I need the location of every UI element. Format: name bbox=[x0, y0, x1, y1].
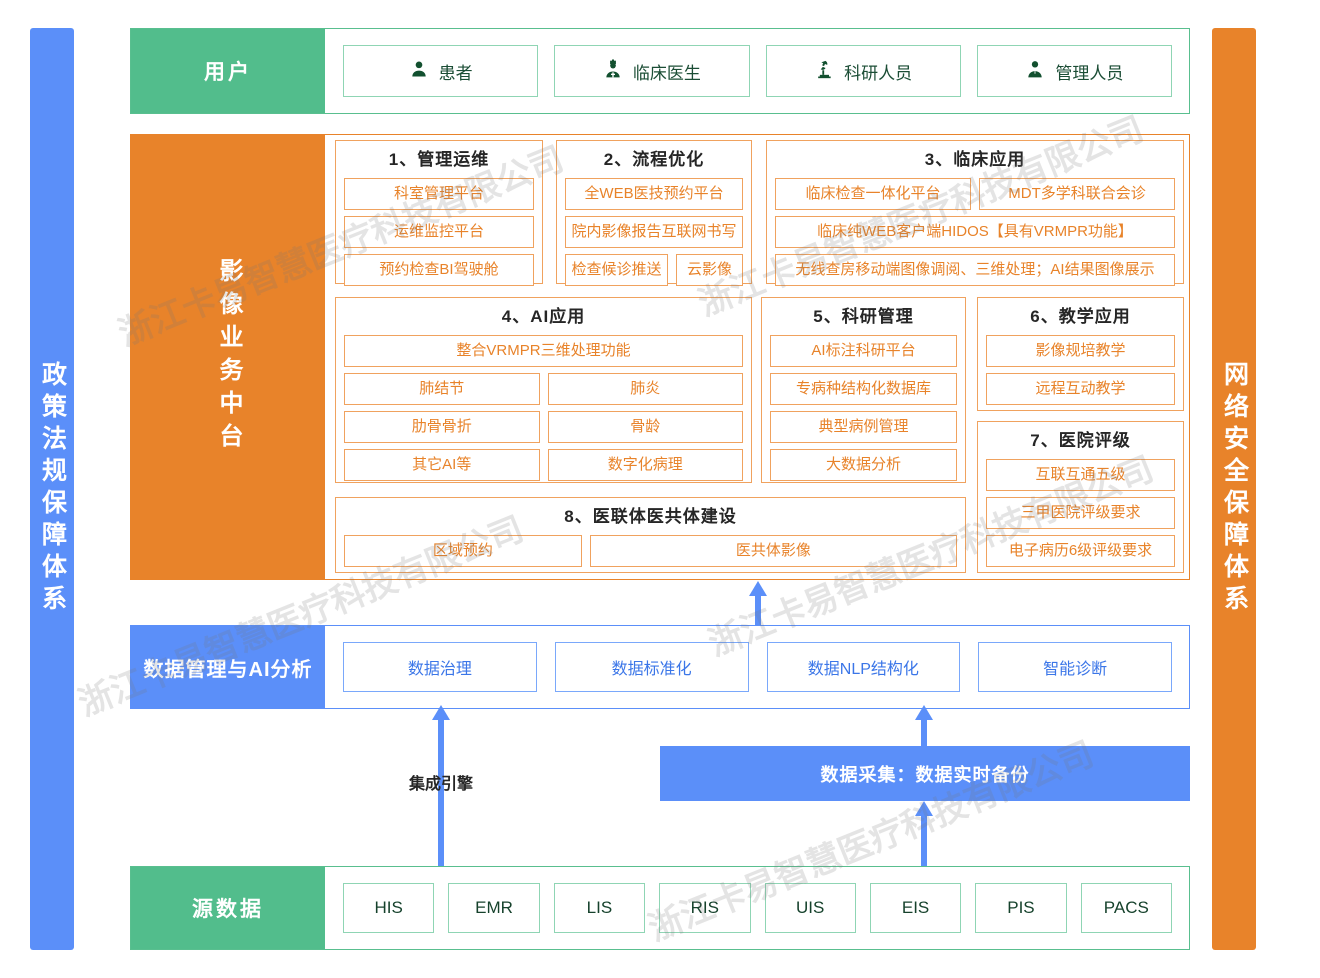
integration-engine-label: 集成引擎 bbox=[408, 776, 473, 793]
data-card-governance[interactable]: 数据治理 bbox=[343, 642, 537, 692]
section-item-row: 区域预约 医共体影像 bbox=[344, 535, 957, 567]
data-collection-label: 数据采集：数据实时备份 bbox=[820, 764, 1030, 785]
section-item[interactable]: 检查候诊推送 bbox=[565, 254, 668, 286]
arrow-collection-to-data bbox=[913, 705, 935, 748]
source-card-ris[interactable]: RIS bbox=[659, 883, 751, 933]
arrow-source-to-collection bbox=[913, 801, 935, 866]
section-item-row: 检查候诊推送 云影像 bbox=[565, 254, 743, 286]
data-collection-bar: 数据采集：数据实时备份 bbox=[660, 746, 1190, 801]
source-data-label: 源数据 bbox=[131, 867, 325, 949]
section-item[interactable]: 电子病历6级评级要求 bbox=[986, 535, 1175, 567]
user-icon bbox=[409, 59, 429, 84]
source-card-uis[interactable]: UIS bbox=[764, 883, 856, 933]
middle-label-text: 影像业务中台 bbox=[215, 258, 242, 456]
doctor-icon bbox=[603, 59, 623, 84]
user-card-researcher[interactable]: 科研人员 bbox=[765, 45, 961, 97]
sidebar-network-security: 网络安全保障体系 bbox=[1212, 28, 1256, 950]
users-row-label: 用户 bbox=[131, 29, 325, 113]
section-item[interactable]: 云影像 bbox=[675, 254, 743, 286]
section-item[interactable]: 远程互动教学 bbox=[986, 373, 1175, 405]
middle-platform-label: 影像业务中台 bbox=[131, 135, 325, 579]
users-label-text: 用户 bbox=[204, 61, 252, 84]
section-item-row: 肺结节 肺炎 bbox=[344, 373, 743, 405]
data-management-label: 数据管理与AI分析 bbox=[131, 626, 325, 708]
source-card-eis[interactable]: EIS bbox=[869, 883, 962, 933]
user-card-label: 临床医生 bbox=[632, 63, 701, 83]
section-item[interactable]: 肺炎 bbox=[547, 373, 743, 405]
source-data-list: HIS EMR LIS RIS UIS EIS PIS PACS bbox=[325, 866, 1190, 950]
manager-icon bbox=[1025, 59, 1045, 84]
section-item[interactable]: 临床纯WEB客户端HIDOS【具有VRMPR功能】 bbox=[775, 216, 1175, 248]
section-item[interactable]: 肋骨骨折 bbox=[344, 411, 540, 443]
section-item[interactable]: 典型病例管理 bbox=[770, 411, 957, 443]
section-research-management: 5、科研管理 AI标注科研平台 专病种结构化数据库 典型病例管理 大数据分析 bbox=[761, 297, 966, 483]
source-card-pacs[interactable]: PACS bbox=[1080, 883, 1172, 933]
user-card-administrator[interactable]: 管理人员 bbox=[976, 45, 1172, 97]
section-title: 5、科研管理 bbox=[813, 307, 914, 326]
section-item-row: 其它AI等 数字化病理 bbox=[344, 449, 743, 481]
microscope-icon bbox=[814, 59, 834, 84]
section-title: 2、流程优化 bbox=[603, 150, 705, 169]
user-card-label: 科研人员 bbox=[844, 63, 913, 83]
section-item[interactable]: AI标注科研平台 bbox=[770, 335, 957, 367]
section-item[interactable]: 三甲医院评级要求 bbox=[986, 497, 1175, 529]
section-item[interactable]: MDT多学科联合会诊 bbox=[979, 178, 1175, 210]
section-title: 7、医院评级 bbox=[1030, 431, 1131, 450]
section-item[interactable]: 整合VRMPR三维处理功能 bbox=[344, 335, 743, 367]
section-item[interactable]: 数字化病理 bbox=[547, 449, 743, 481]
sidebar-left-label: 政策法规保障体系 bbox=[38, 361, 67, 617]
arrow-integration-engine bbox=[430, 705, 452, 866]
source-card-lis[interactable]: LIS bbox=[553, 883, 646, 933]
users-list: 患者 临床医生 bbox=[325, 28, 1190, 114]
section-hospital-rating: 7、医院评级 互联互通五级 三甲医院评级要求 电子病历6级评级要求 bbox=[977, 421, 1184, 573]
section-item[interactable]: 互联互通五级 bbox=[986, 459, 1175, 491]
source-label-text: 源数据 bbox=[192, 898, 264, 921]
source-card-emr[interactable]: EMR bbox=[448, 883, 540, 933]
section-title: 4、AI应用 bbox=[501, 307, 586, 326]
section-process-optimization: 2、流程优化 全WEB医技预约平台 院内影像报告互联网书写 检查候诊推送 云影像 bbox=[556, 140, 752, 286]
source-card-pis[interactable]: PIS bbox=[975, 883, 1067, 933]
section-title: 3、临床应用 bbox=[924, 150, 1026, 169]
section-item[interactable]: 科室管理平台 bbox=[344, 178, 534, 210]
sidebar-policy-regulation: 政策法规保障体系 bbox=[30, 28, 74, 950]
section-clinical-application: 3、临床应用 临床检查一体化平台 MDT多学科联合会诊 临床纯WEB客户端HID… bbox=[766, 140, 1184, 286]
section-item[interactable]: 无线查房移动端图像调阅、三维处理；AI结果图像展示 bbox=[775, 254, 1175, 286]
user-card-label: 管理人员 bbox=[1055, 63, 1124, 83]
section-title: 6、教学应用 bbox=[1030, 307, 1131, 326]
section-teaching-application: 6、教学应用 影像规培教学 远程互动教学 bbox=[977, 297, 1184, 411]
section-medical-alliance: 8、医联体医共体建设 区域预约 医共体影像 bbox=[335, 497, 966, 573]
section-item[interactable]: 运维监控平台 bbox=[344, 216, 534, 248]
section-item[interactable]: 预约检查BI驾驶舱 bbox=[344, 254, 534, 286]
section-management-ops: 1、管理运维 科室管理平台 运维监控平台 预约检查BI驾驶舱 bbox=[335, 140, 543, 286]
section-item[interactable]: 医共体影像 bbox=[589, 535, 957, 567]
data-label-text: 数据管理与AI分析 bbox=[143, 658, 313, 681]
section-item[interactable]: 全WEB医技预约平台 bbox=[565, 178, 743, 210]
source-card-his[interactable]: HIS bbox=[343, 883, 435, 933]
section-title: 8、医联体医共体建设 bbox=[564, 507, 737, 526]
sidebar-right-label: 网络安全保障体系 bbox=[1220, 361, 1249, 617]
section-item[interactable]: 区域预约 bbox=[344, 535, 582, 567]
section-item[interactable]: 影像规培教学 bbox=[986, 335, 1175, 367]
section-item[interactable]: 专病种结构化数据库 bbox=[770, 373, 957, 405]
section-item[interactable]: 院内影像报告互联网书写 bbox=[565, 216, 743, 248]
data-card-nlp-structure[interactable]: 数据NLP结构化 bbox=[766, 642, 961, 692]
section-item[interactable]: 临床检查一体化平台 bbox=[775, 178, 971, 210]
section-item[interactable]: 肺结节 bbox=[344, 373, 540, 405]
section-item-row: 临床检查一体化平台 MDT多学科联合会诊 bbox=[775, 178, 1175, 210]
data-card-standardize[interactable]: 数据标准化 bbox=[554, 642, 749, 692]
data-management-list: 数据治理 数据标准化 数据NLP结构化 智能诊断 bbox=[325, 625, 1190, 709]
section-item-row: 肋骨骨折 骨龄 bbox=[344, 411, 743, 443]
section-title: 1、管理运维 bbox=[388, 150, 490, 169]
user-card-clinician[interactable]: 临床医生 bbox=[554, 45, 750, 97]
arrow-data-to-platform bbox=[747, 581, 769, 625]
data-card-smart-diag[interactable]: 智能诊断 bbox=[978, 642, 1172, 692]
section-item[interactable]: 大数据分析 bbox=[770, 449, 957, 481]
user-card-label: 患者 bbox=[438, 63, 473, 83]
section-item[interactable]: 骨龄 bbox=[547, 411, 743, 443]
section-ai-application: 4、AI应用 整合VRMPR三维处理功能 肺结节 肺炎 肋骨骨折 骨龄 其它AI… bbox=[335, 297, 752, 483]
user-card-patient[interactable]: 患者 bbox=[343, 45, 539, 97]
section-item[interactable]: 其它AI等 bbox=[344, 449, 540, 481]
